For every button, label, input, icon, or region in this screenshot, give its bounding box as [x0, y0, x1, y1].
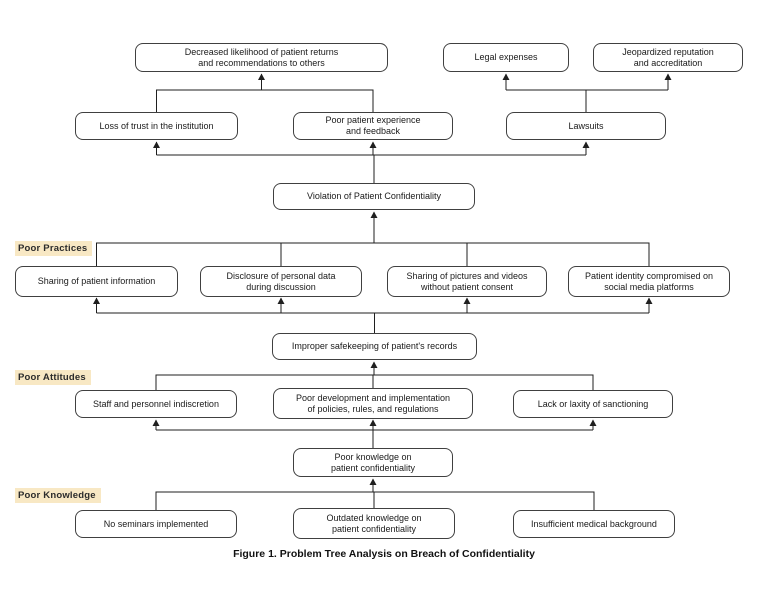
node-poor-policies: Poor development and implementation of p… — [273, 388, 473, 419]
node-legal-expenses: Legal expenses — [443, 43, 569, 72]
node-decreased-likelihood: Decreased likelihood of patient returns … — [135, 43, 388, 72]
node-lack-of-sanctioning: Lack or laxity of sanctioning — [513, 390, 673, 418]
node-lawsuits: Lawsuits — [506, 112, 666, 140]
node-sharing-pictures-videos: Sharing of pictures and videos without p… — [387, 266, 547, 297]
junction-effects-right — [506, 89, 668, 112]
node-sharing-patient-information: Sharing of patient information — [15, 266, 178, 297]
node-disclosure-personal-data: Disclosure of personal data during discu… — [200, 266, 362, 297]
junction-causes-up — [155, 491, 595, 510]
node-identity-compromised: Patient identity compromised on social m… — [568, 266, 730, 297]
node-poor-patient-experience: Poor patient experience and feedback — [293, 112, 453, 140]
node-loss-of-trust: Loss of trust in the institution — [75, 112, 238, 140]
node-staff-indiscretion: Staff and personnel indiscretion — [75, 390, 237, 418]
node-no-seminars: No seminars implemented — [75, 510, 237, 538]
section-label-poor-practices: Poor Practices — [15, 241, 93, 256]
node-violation-of-patient-confidentiality: Violation of Patient Confidentiality — [273, 183, 475, 210]
node-insufficient-background: Insufficient medical background — [513, 510, 675, 538]
section-label-poor-attitudes: Poor Attitudes — [15, 370, 91, 385]
junction-knowledge-up — [156, 429, 593, 448]
node-outdated-knowledge: Outdated knowledge on patient confidenti… — [293, 508, 455, 539]
node-improper-safekeeping: Improper safekeeping of patient's record… — [272, 333, 477, 360]
junction-violation-up — [156, 154, 586, 183]
junction-practices-up — [96, 242, 650, 266]
junction-effects-left — [156, 89, 374, 112]
node-poor-knowledge: Poor knowledge on patient confidentialit… — [293, 448, 453, 477]
section-label-poor-knowledge: Poor Knowledge — [15, 488, 101, 503]
junction-safekeeping-up — [96, 312, 649, 333]
node-jeopardized-reputation: Jeopardized reputation and accreditation — [593, 43, 743, 72]
figure-caption: Figure 1. Problem Tree Analysis on Breac… — [233, 548, 535, 560]
